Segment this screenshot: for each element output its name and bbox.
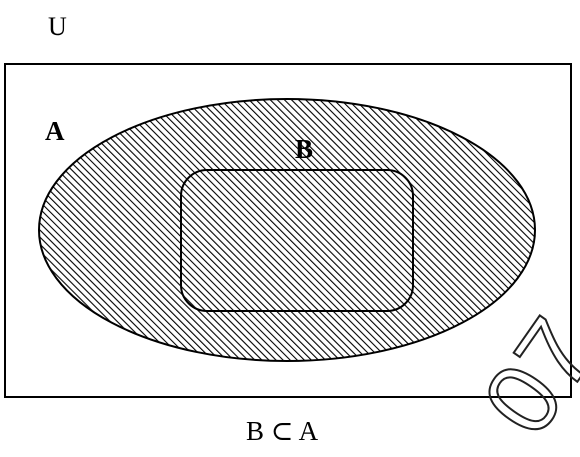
universe-rectangle: [4, 63, 572, 398]
watermark: 07: [462, 299, 580, 452]
universe-label: U: [48, 12, 67, 41]
set-b-label: B: [295, 134, 313, 164]
set-a-label: A: [45, 116, 65, 146]
set-b-rectangle: [180, 169, 414, 312]
subset-caption: B ⊂ A: [246, 416, 319, 446]
